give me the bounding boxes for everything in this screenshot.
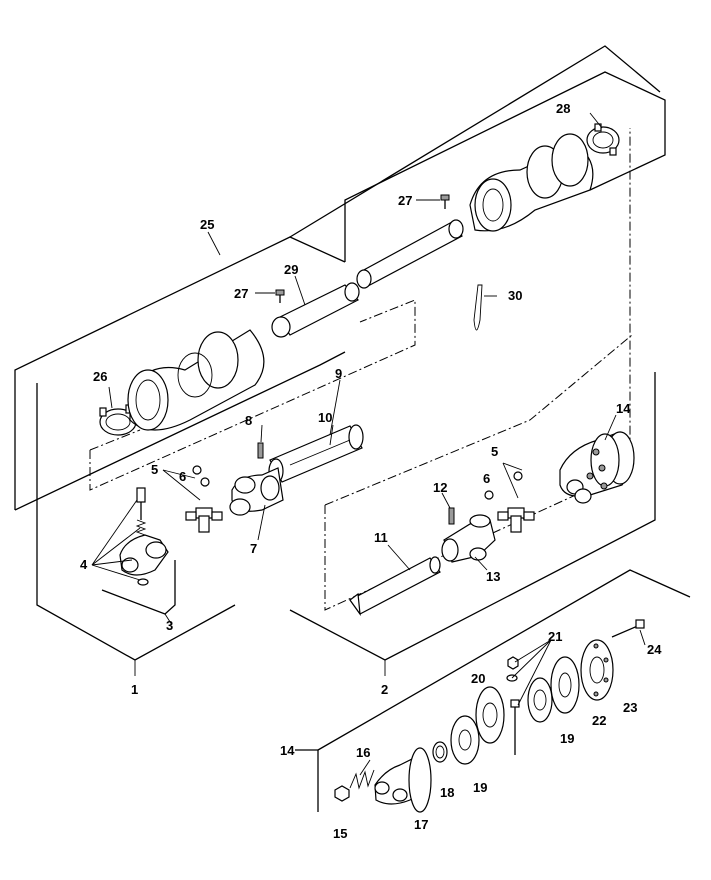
inner-yoke-7 <box>229 467 284 516</box>
friction-clutch-14-upper <box>559 431 635 504</box>
safety-bolt-assembly-4 <box>119 487 169 586</box>
bracket-group-14 <box>295 569 691 812</box>
friction-disc-19-left <box>450 715 480 765</box>
callout-22: 22 <box>592 713 606 728</box>
callout-labels: 1 2 3 4 5 5 6 6 7 8 9 10 11 12 13 14 14 … <box>80 101 662 841</box>
callout-8: 8 <box>245 413 252 428</box>
spring-pin-12 <box>448 507 455 525</box>
screw-27-left <box>275 289 285 303</box>
bolts-nuts-21 <box>506 656 520 755</box>
callout-14-upper: 14 <box>616 401 631 416</box>
outer-shield-cone-right <box>469 133 594 232</box>
leader-lines <box>91 112 646 776</box>
screw-27-right <box>440 194 450 209</box>
pressure-plate-20 <box>475 686 505 744</box>
bushing-18 <box>432 741 448 763</box>
cross-journal-right <box>484 471 535 533</box>
callout-19-left: 19 <box>473 780 487 795</box>
callout-16: 16 <box>356 745 370 760</box>
spring-plate-22 <box>550 656 580 714</box>
callout-29: 29 <box>284 262 298 277</box>
callout-28: 28 <box>556 101 570 116</box>
cotter-pin-30 <box>473 284 483 331</box>
callout-13: 13 <box>486 569 500 584</box>
callout-2: 2 <box>381 682 388 697</box>
callout-14-lower: 14 <box>280 743 295 758</box>
callout-15: 15 <box>333 826 347 841</box>
callout-6-right: 6 <box>483 471 490 486</box>
callout-27-right: 27 <box>398 193 412 208</box>
callout-12: 12 <box>433 480 447 495</box>
callout-25: 25 <box>200 217 214 232</box>
centerline-upper-left <box>89 429 141 451</box>
callout-7: 7 <box>250 541 257 556</box>
callout-5-right: 5 <box>491 444 498 459</box>
outer-yoke-13 <box>441 514 496 563</box>
friction-disc-19-right <box>527 677 553 723</box>
callout-5-left: 5 <box>151 462 158 477</box>
bracket-group-25 <box>14 45 666 511</box>
callout-3: 3 <box>166 618 173 633</box>
spring-pin-8 <box>257 442 264 459</box>
callout-17: 17 <box>414 817 428 832</box>
outer-shield-cone-left <box>127 329 265 431</box>
callout-9: 9 <box>335 366 342 381</box>
centerline-upper <box>89 299 416 491</box>
bracket-group-3 <box>101 560 176 626</box>
inner-shield-tube <box>356 219 464 289</box>
callout-20: 20 <box>471 671 485 686</box>
callout-10: 10 <box>318 410 332 425</box>
callout-27-left: 27 <box>234 286 248 301</box>
centerline-lower-top <box>324 334 633 506</box>
spring-16 <box>349 769 375 790</box>
nut-15 <box>334 785 350 802</box>
profile-tube-11 <box>349 556 441 617</box>
bolt-24 <box>611 619 645 638</box>
bracket-group-1 <box>36 383 236 676</box>
callout-24: 24 <box>647 642 662 657</box>
callout-26: 26 <box>93 369 107 384</box>
callout-23: 23 <box>623 700 637 715</box>
callout-19-right: 19 <box>560 731 574 746</box>
outer-shield-tube-29 <box>271 282 360 338</box>
cover-plate-23 <box>580 639 614 701</box>
callout-4: 4 <box>80 557 88 572</box>
clutch-hub-17 <box>374 747 432 813</box>
callout-11: 11 <box>374 530 388 545</box>
bracket-group-2 <box>289 372 656 676</box>
callout-6-left: 6 <box>179 469 186 484</box>
callout-1: 1 <box>131 682 138 697</box>
callout-21: 21 <box>548 629 562 644</box>
callout-18: 18 <box>440 785 454 800</box>
profile-tube-9 <box>268 424 364 484</box>
shield-bearing-ring-28 <box>586 123 620 156</box>
cross-journal-left <box>185 465 223 533</box>
callout-30: 30 <box>508 288 522 303</box>
